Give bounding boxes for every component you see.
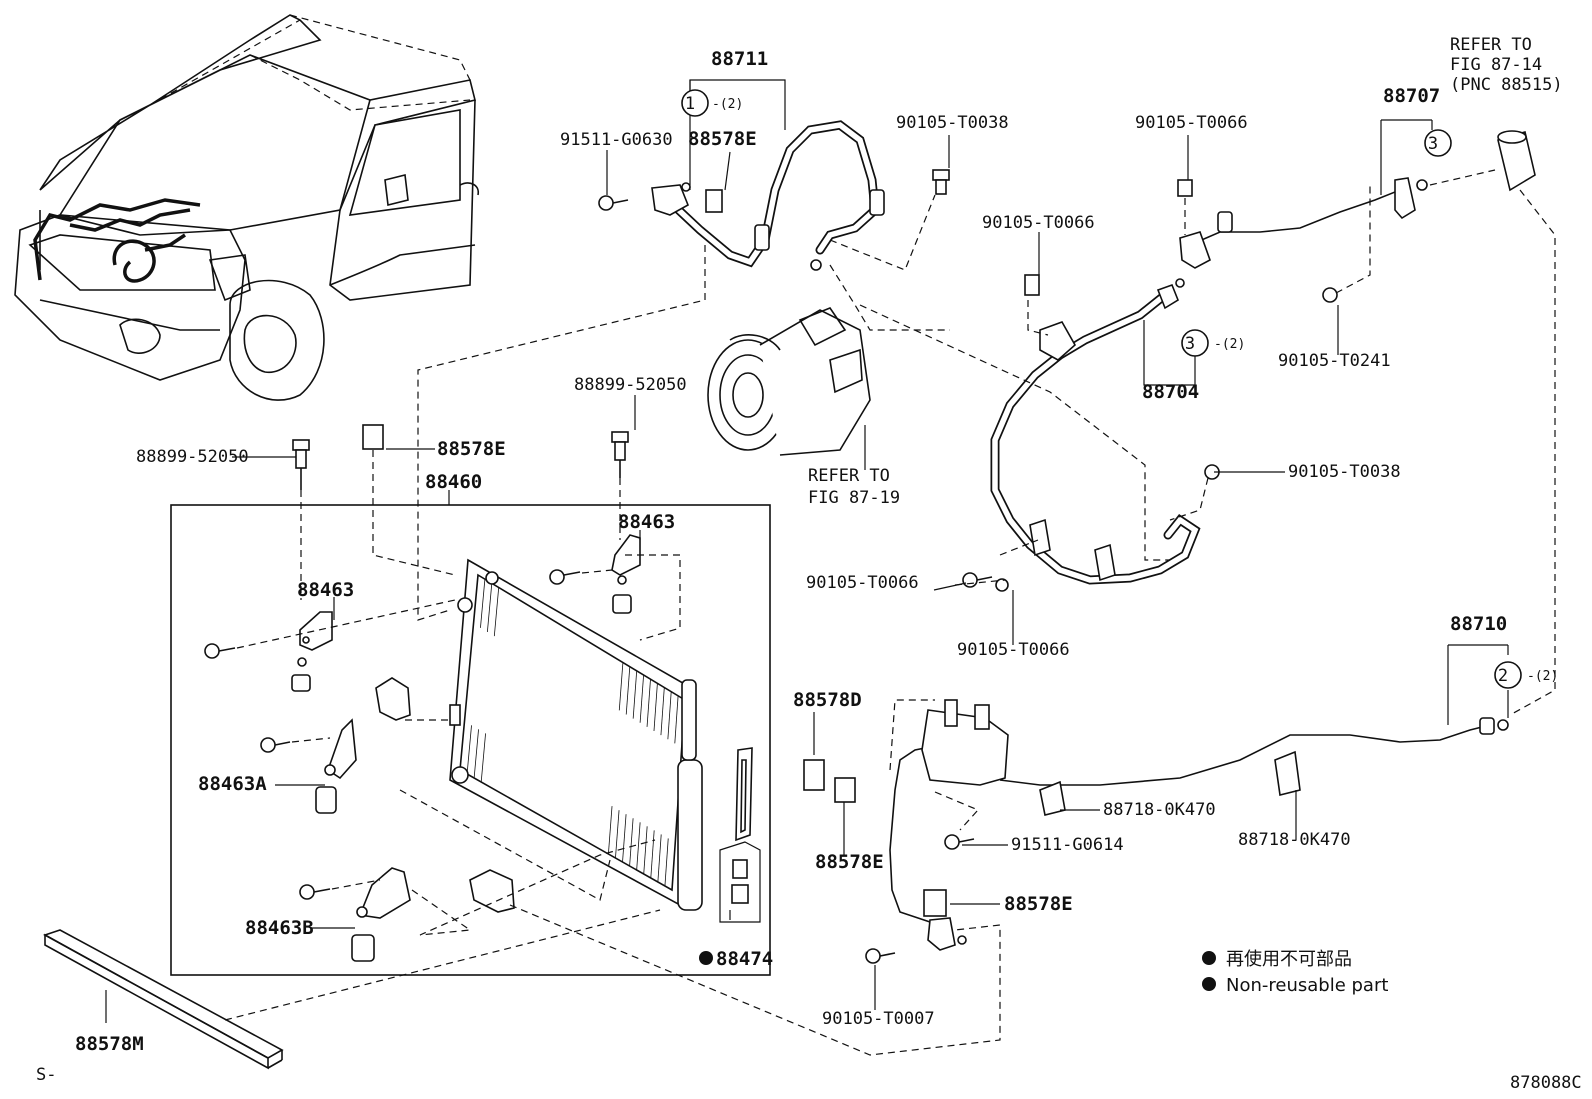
callout-number-3-top: 3 — [1428, 134, 1438, 154]
qty-label-b: -(2) — [1214, 337, 1245, 352]
label-88578e-left: 88578E — [437, 438, 506, 460]
refer-87-14-line1: REFER TO — [1450, 35, 1532, 55]
legend-bullet-jp — [1202, 951, 1216, 965]
seal-pad-88578e-left — [362, 424, 384, 450]
callout-circle-2 — [1494, 661, 1522, 689]
label-88718-0k470-b: 88718-0K470 — [1238, 830, 1351, 850]
legend-bullet-en — [1202, 977, 1216, 991]
callout-circle-3-mid — [1181, 329, 1209, 357]
bolt-88899-52050-left — [292, 439, 310, 490]
label-88578e-low: 88578E — [1004, 893, 1073, 915]
legend: 再使用不可部品 Non-reusable part — [1202, 949, 1388, 996]
condenser-assembly-box — [170, 490, 771, 976]
bolt-88899-52050-mid — [611, 431, 629, 478]
liquid-tube-88710 — [865, 699, 1509, 964]
qty-label-a: -(2) — [712, 97, 743, 112]
figure-id: 878088C — [1510, 1073, 1582, 1093]
label-90105-t0066-mid: 90105-T0066 — [982, 213, 1095, 233]
label-88474: 88474 — [716, 948, 773, 970]
label-88899-52050-left: 88899-52050 — [136, 447, 249, 467]
label-88707: 88707 — [1383, 85, 1440, 107]
corner-mark: S- — [36, 1065, 56, 1085]
label-90105-t0038-right: 90105-T0038 — [1288, 462, 1401, 482]
label-91511-g0630: 91511-G0630 — [560, 130, 673, 150]
refer-87-19-line2: FIG 87-19 — [808, 488, 900, 508]
label-90105-t0038-top: 90105-T0038 — [896, 113, 1009, 133]
suction-hose-88704 — [962, 274, 1220, 592]
label-88463a: 88463A — [198, 773, 267, 795]
legend-text-en: Non-reusable part — [1226, 975, 1388, 996]
label-88578d: 88578D — [793, 689, 862, 711]
tube-88707 — [1177, 177, 1428, 303]
label-88463b: 88463B — [245, 917, 314, 939]
label-88463-left: 88463 — [297, 579, 354, 601]
discharge-hose-88711 — [598, 120, 885, 271]
refer-87-19-line1: REFER TO — [808, 466, 890, 486]
refer-87-14-line3: (PNC 88515) — [1450, 75, 1563, 95]
label-88463-top: 88463 — [618, 511, 675, 533]
compressor — [707, 307, 871, 456]
bolt-90105-t0038-top — [932, 169, 950, 195]
part-labels: 88711 88578E 91511-G0630 1 -(2) 90105-T0… — [36, 35, 1582, 1093]
non-reusable-marker-88474 — [699, 951, 713, 965]
callout-number-3-mid: 3 — [1185, 334, 1195, 354]
label-88899-52050-mid: 88899-52050 — [574, 375, 687, 395]
refer-87-14-line2: FIG 87-14 — [1450, 55, 1542, 75]
label-90105-t0241: 90105-T0241 — [1278, 351, 1391, 371]
expansion-valve-ref — [1497, 130, 1536, 192]
callout-number-2: 2 — [1498, 666, 1508, 686]
label-88711: 88711 — [711, 48, 768, 70]
callout-circle-3-top — [1424, 129, 1452, 157]
seal-pad-88578d — [803, 759, 825, 791]
condenser-core — [449, 558, 703, 911]
label-88460: 88460 — [425, 471, 482, 493]
leader-lines — [105, 79, 1509, 1023]
label-88578m: 88578M — [75, 1033, 144, 1055]
legend-text-jp: 再使用不可部品 — [1226, 949, 1352, 970]
dashed-leaders — [224, 169, 1556, 1056]
label-88704: 88704 — [1142, 381, 1199, 403]
vehicle-illustration — [14, 14, 480, 401]
label-90105-t0007: 90105-T0007 — [822, 1009, 935, 1029]
seal-strip-88578m — [43, 929, 284, 1070]
seal-pad-88578e-low — [923, 889, 947, 917]
label-91511-g0614: 91511-G0614 — [1011, 835, 1124, 855]
bracket-88463b — [299, 867, 515, 962]
label-90105-t0066-lower: 90105-T0066 — [806, 573, 919, 593]
callout-circle-1 — [681, 89, 709, 117]
callout-number-1: 1 — [685, 94, 695, 114]
label-88710: 88710 — [1450, 613, 1507, 635]
label-88578e-mid: 88578E — [815, 851, 884, 873]
label-90105-t0066-bottom: 90105-T0066 — [957, 640, 1070, 660]
bracket-88463a — [260, 677, 411, 814]
bracket-88463-left — [204, 611, 333, 692]
side-seal-88474 — [719, 747, 761, 923]
label-88718-0k470-a: 88718-0K470 — [1103, 800, 1216, 820]
qty-label-c: -(2) — [1527, 669, 1558, 684]
seal-pad-88578e-mid — [834, 777, 856, 803]
label-90105-t0066-top: 90105-T0066 — [1135, 113, 1248, 133]
label-88578e-top: 88578E — [688, 128, 757, 150]
bracket-88463-top — [549, 534, 641, 614]
